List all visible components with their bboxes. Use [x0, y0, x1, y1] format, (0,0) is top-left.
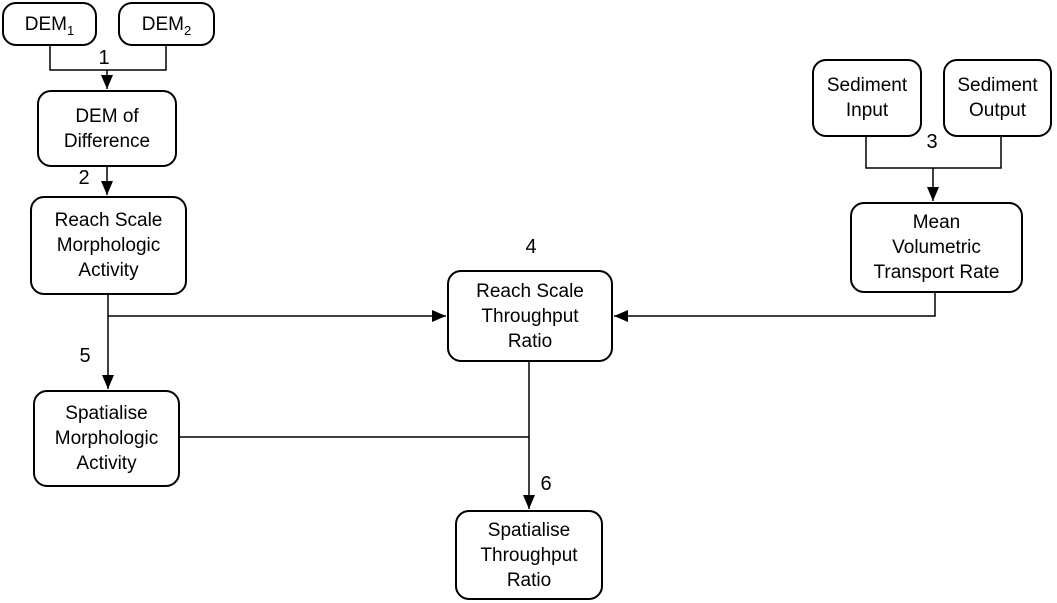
edge-transport-rate-to-reach-scale-throughput	[614, 293, 936, 322]
node-reach-scale-morphologic-activity-label: Reach Scale Morphologic Activity	[54, 210, 163, 281]
step-label-2: 2	[78, 167, 90, 189]
node-spatialise-throughput-ratio: Spatialise Throughput Ratio	[455, 510, 603, 600]
edge-dem-merge-bracket	[49, 46, 167, 71]
step-label-6: 6	[540, 473, 552, 495]
node-dem-of-difference-label: DEM of Difference	[63, 105, 151, 152]
node-mean-volumetric-transport-rate-label: Mean Volumetric Transport Rate	[873, 212, 1000, 283]
step-label-3: 3	[926, 131, 938, 153]
node-mean-volumetric-transport-rate: Mean Volumetric Transport Rate	[850, 202, 1023, 293]
node-dem1: DEM1	[2, 2, 97, 46]
step-label-4: 4	[525, 236, 537, 258]
node-sediment-output: Sediment Output	[943, 59, 1052, 137]
node-dem2-label: DEM2	[141, 13, 192, 38]
node-dem-of-difference: DEM of Difference	[37, 90, 177, 167]
node-spatialise-throughput-ratio-label: Spatialise Throughput Ratio	[480, 519, 578, 591]
node-sediment-input-label: Sediment Input	[826, 75, 908, 121]
node-dem2: DEM2	[118, 2, 215, 46]
node-sediment-input: Sediment Input	[812, 59, 922, 137]
step-label-1: 1	[98, 47, 110, 69]
node-dem1-label: DEM1	[24, 13, 75, 38]
node-spatialise-morphologic-activity: Spatialise Morphologic Activity	[33, 390, 180, 487]
node-sediment-output-label: Sediment Output	[957, 75, 1038, 121]
node-reach-scale-morphologic-activity: Reach Scale Morphologic Activity	[30, 196, 187, 295]
node-reach-scale-throughput-ratio-label: Reach Scale Throughput Ratio	[476, 280, 584, 352]
node-spatialise-morphologic-activity-label: Spatialise Morphologic Activity	[54, 403, 159, 474]
step-label-5: 5	[79, 345, 91, 367]
node-reach-scale-throughput-ratio: Reach Scale Throughput Ratio	[447, 270, 613, 362]
